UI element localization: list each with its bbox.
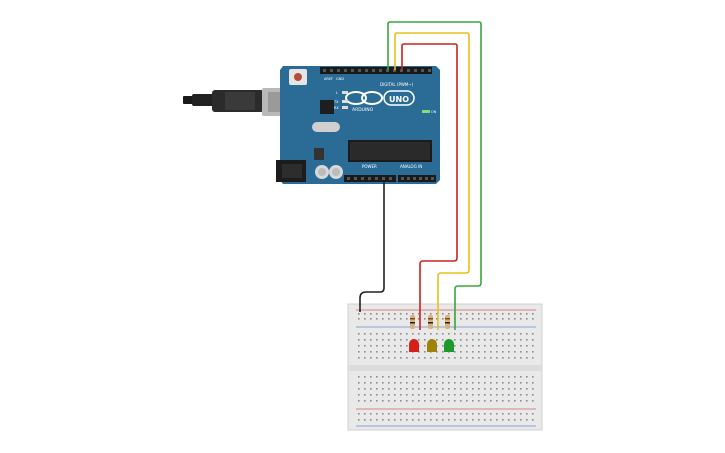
rx-led xyxy=(342,106,348,109)
analog-header xyxy=(398,175,436,182)
digital-header xyxy=(320,67,432,74)
gnd-label: GND xyxy=(336,77,344,81)
analog-header-label: ANALOG IN xyxy=(400,164,422,169)
yellow-led[interactable] xyxy=(427,339,437,352)
red-wire[interactable] xyxy=(401,43,458,330)
power-header-label: POWER xyxy=(362,164,377,169)
on-led xyxy=(422,110,430,113)
tx-led xyxy=(342,100,348,103)
resistor-1[interactable] xyxy=(410,315,415,329)
aref-label: AREF xyxy=(324,77,333,81)
uno-text: UNO xyxy=(389,95,409,104)
tx-led-label: TX xyxy=(333,100,339,104)
on-label: ON xyxy=(431,110,437,114)
green-led[interactable] xyxy=(444,339,454,352)
arduino-uno-board[interactable]: AREF GND DIGITAL (PWM~) UNO ARDUINO L TX… xyxy=(276,66,440,184)
black-wire[interactable] xyxy=(359,182,385,312)
green-wire[interactable] xyxy=(387,21,482,330)
regulator xyxy=(314,148,324,160)
yellow-wire[interactable] xyxy=(394,32,470,330)
l-led-label: L xyxy=(336,91,338,95)
resistor-3[interactable] xyxy=(445,315,450,329)
arduino-logo xyxy=(345,90,415,106)
arduino-text: ARDUINO xyxy=(352,107,374,113)
red-led[interactable] xyxy=(409,339,419,352)
digital-header-label: DIGITAL (PWM~) xyxy=(380,82,414,87)
l-led xyxy=(342,91,348,94)
breadboard-holes xyxy=(358,313,534,421)
crystal xyxy=(312,122,340,132)
usb-chip xyxy=(320,100,334,114)
digital-header-pins xyxy=(323,69,431,72)
resistor-2[interactable] xyxy=(428,315,433,329)
center-channel xyxy=(348,365,542,371)
rx-led-label: RX xyxy=(334,106,339,110)
